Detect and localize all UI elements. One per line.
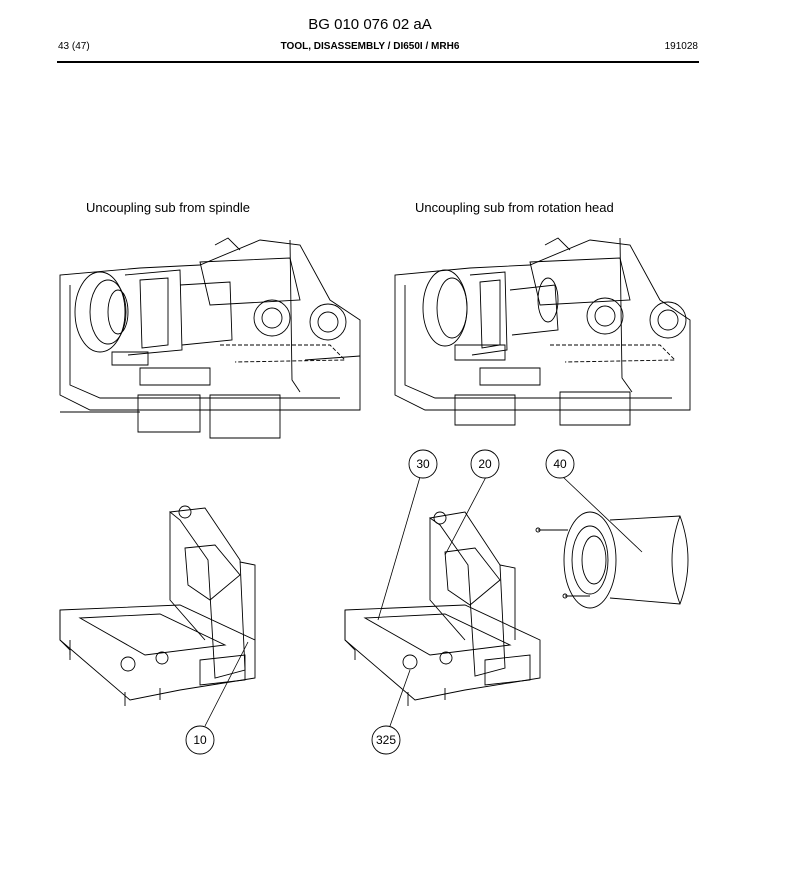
svg-text:30: 30 <box>416 457 430 471</box>
caption-right: Uncoupling sub from rotation head <box>415 200 614 215</box>
tool-drawing-30-20 <box>344 511 541 706</box>
callout-10: 10 <box>185 725 215 755</box>
document-id: BG 010 076 02 aA <box>308 16 432 33</box>
tool-drawing-40 <box>535 511 689 609</box>
leader-lines <box>204 476 643 727</box>
assembly-drawing-left <box>59 237 361 439</box>
assembly-drawing-right <box>394 237 691 426</box>
tool-drawing-10 <box>59 505 256 706</box>
svg-text:20: 20 <box>478 457 492 471</box>
svg-text:325: 325 <box>376 733 396 747</box>
caption-left: Uncoupling sub from spindle <box>86 200 251 215</box>
callout-325: 325 <box>371 725 401 755</box>
page-number: 43 (47) <box>58 41 90 52</box>
document-date: 191028 <box>664 41 698 52</box>
callout-20: 20 <box>470 449 500 479</box>
callout-40: 40 <box>545 449 575 479</box>
document-title: TOOL, DISASSEMBLY / DI650I / MRH6 <box>280 41 460 52</box>
header-rule <box>57 61 699 63</box>
callout-30: 30 <box>408 449 438 479</box>
svg-text:40: 40 <box>553 457 567 471</box>
svg-text:10: 10 <box>193 733 207 747</box>
